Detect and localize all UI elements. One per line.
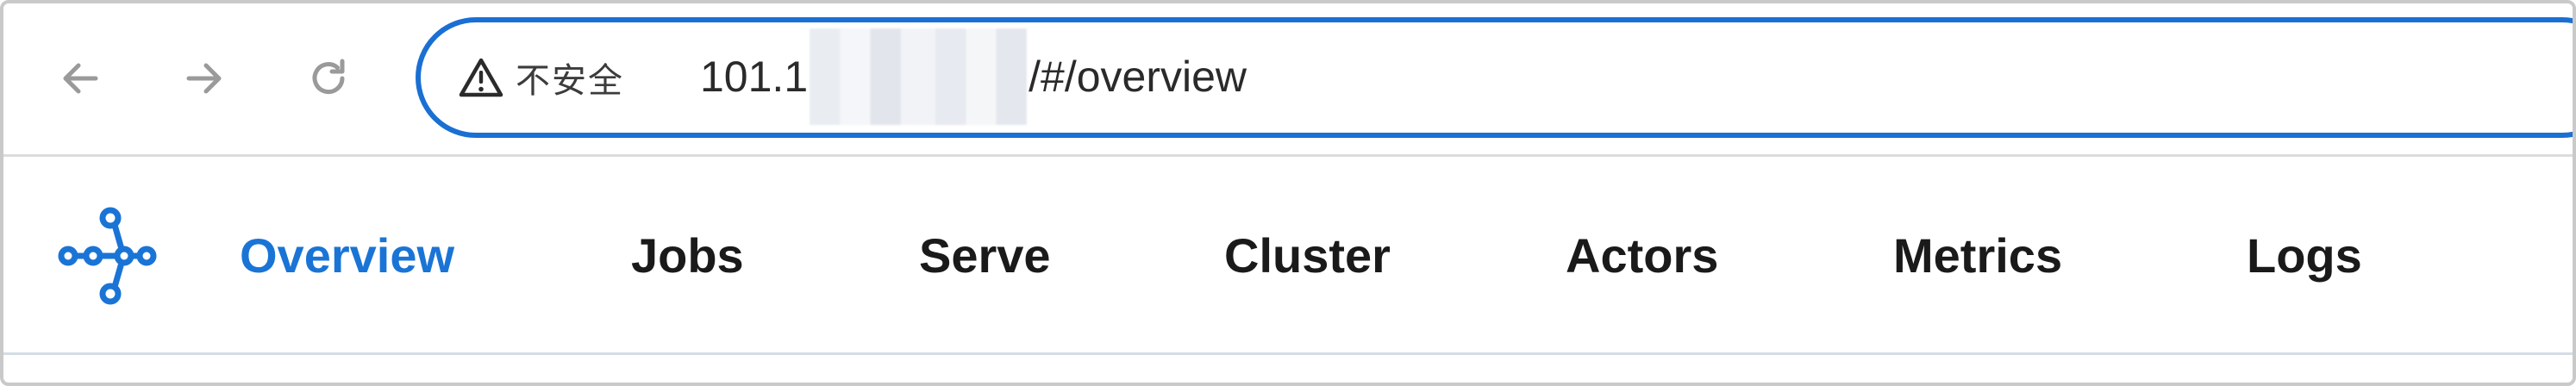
- app-navbar: Overview Jobs Serve Cluster Actors Metri…: [3, 157, 2573, 355]
- security-label: 不安全: [516, 61, 624, 101]
- reload-button[interactable]: [300, 50, 357, 107]
- back-button[interactable]: [52, 50, 109, 107]
- forward-button[interactable]: [176, 50, 233, 107]
- arrow-left-icon: [63, 63, 98, 94]
- address-bar[interactable]: 不安全 101.1 /#/overview: [416, 17, 2573, 138]
- warning-triangle-icon: [459, 58, 503, 97]
- tab-jobs[interactable]: Jobs: [631, 228, 744, 283]
- browser-toolbar: 不安全 101.1 /#/overview: [3, 3, 2573, 157]
- redacted-url-segment: [810, 28, 1028, 125]
- tab-metrics[interactable]: Metrics: [1893, 228, 2063, 283]
- arrow-right-icon: [186, 63, 222, 94]
- ray-logo-icon[interactable]: [57, 205, 159, 307]
- tab-serve[interactable]: Serve: [919, 228, 1051, 283]
- tab-actors[interactable]: Actors: [1566, 228, 1719, 283]
- tab-logs[interactable]: Logs: [2247, 228, 2362, 283]
- tab-overview[interactable]: Overview: [240, 228, 455, 283]
- security-indicator[interactable]: 不安全: [459, 53, 624, 102]
- url-suffix: /#/overview: [1029, 53, 1247, 101]
- url-prefix: 101.1: [700, 53, 809, 101]
- reload-icon: [312, 59, 345, 95]
- tab-cluster[interactable]: Cluster: [1224, 228, 1391, 283]
- url-text[interactable]: 101.1 /#/overview: [700, 28, 1247, 125]
